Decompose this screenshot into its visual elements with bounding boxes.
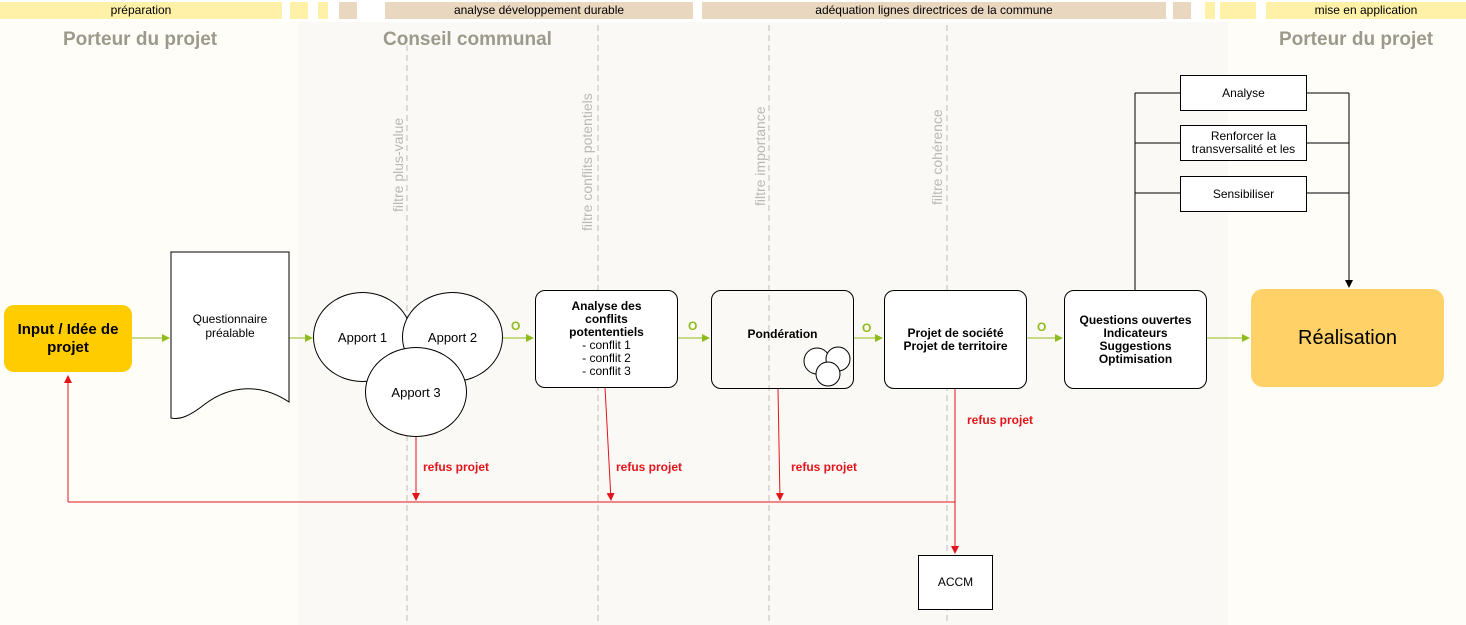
filter-label-coherence: filtre cohérence xyxy=(929,109,945,205)
optimisation-label: Optimisation xyxy=(1098,351,1173,366)
filter-label-importance: filtre importance xyxy=(752,106,768,206)
band-preparation: préparation xyxy=(0,2,282,19)
questionnaire-label: Questionnaire préalable xyxy=(192,312,268,340)
projet-societe-node[interactable]: Projet de société Projet de territoire xyxy=(884,290,1027,389)
refus-label-4: refus projet xyxy=(967,413,1034,427)
band-spacer-1 xyxy=(290,2,308,19)
edge-label-o-1: O xyxy=(511,319,521,333)
apport-1-label: Apport 1 xyxy=(337,329,388,345)
questions-ouvertes-node[interactable]: Questions ouvertes Indicateurs Suggestio… xyxy=(1064,290,1207,389)
analyse-conflits-title: Analyse des conflits potententiels xyxy=(569,299,644,339)
band-spacer-3 xyxy=(339,2,357,19)
analyse-label: Analyse xyxy=(1222,85,1265,100)
lane-title-middle: Conseil communal xyxy=(383,29,552,50)
indicateurs-label: Indicateurs xyxy=(1103,325,1168,340)
conflit-1-label: - conflit 1 xyxy=(582,338,631,352)
band-analyse: analyse développement durable xyxy=(385,2,693,19)
band-spacer-5 xyxy=(1205,2,1215,19)
realisation-node[interactable]: Réalisation xyxy=(1251,289,1444,387)
filter-label-plus-value: filtre plus-value xyxy=(390,117,406,212)
accm-box[interactable]: ACCM xyxy=(918,555,993,610)
analyse-conflits-node[interactable]: Analyse des conflits potententiels - con… xyxy=(535,290,678,388)
projet-territoire-label: Projet de territoire xyxy=(903,338,1008,353)
questions-ouvertes-label: Questions ouvertes xyxy=(1079,312,1192,327)
edge-label-o-2: O xyxy=(688,319,698,333)
refus-label-2: refus projet xyxy=(616,460,683,474)
conflit-3-label: - conflit 3 xyxy=(582,364,631,378)
ponderation-node[interactable]: Pondération xyxy=(711,290,854,389)
apport-2-label: Apport 2 xyxy=(427,329,478,345)
renforcer-box[interactable]: Renforcer la transversalité et les xyxy=(1180,125,1307,161)
edge-label-o-4: O xyxy=(1037,320,1047,334)
ponderation-label: Pondération xyxy=(747,327,818,341)
filter-label-conflits: filtre conflits potentiels xyxy=(579,93,595,231)
questionnaire-node[interactable]: Questionnaire préalable xyxy=(172,312,288,340)
band-mise: mise en application xyxy=(1266,2,1466,19)
input-idea-node[interactable]: Input / Idée de projet xyxy=(4,305,132,372)
band-spacer-2 xyxy=(318,2,328,19)
band-spacer-6 xyxy=(1220,2,1256,19)
band-adequation: adéquation lignes directrices de la comm… xyxy=(702,2,1166,19)
analyse-box[interactable]: Analyse xyxy=(1180,75,1307,111)
ponderation-circles xyxy=(803,346,851,387)
apport-3-node[interactable]: Apport 3 xyxy=(365,347,467,437)
questionnaire-shape xyxy=(170,251,290,419)
suggestions-label: Suggestions xyxy=(1099,338,1172,353)
lane-title-left: Porteur du projet xyxy=(63,29,218,50)
band-spacer-4 xyxy=(1173,2,1191,19)
realisation-label: Réalisation xyxy=(1298,326,1397,349)
apport-3-label: Apport 3 xyxy=(391,384,441,400)
projet-societe-label: Projet de société xyxy=(907,325,1004,340)
input-idea-label: Input / Idée de projet xyxy=(17,320,119,356)
conflit-2-label: - conflit 2 xyxy=(582,351,631,365)
edge-label-o-3: O xyxy=(862,321,872,335)
sensibiliser-box[interactable]: Sensibiliser xyxy=(1180,176,1307,212)
lane-title-right: Porteur du projet xyxy=(1279,29,1434,50)
refus-label-1: refus projet xyxy=(423,460,490,474)
accm-label: ACCM xyxy=(937,575,974,589)
refus-label-3: refus projet xyxy=(791,460,858,474)
renforcer-label: Renforcer la transversalité et les xyxy=(1191,129,1296,156)
sensibiliser-label: Sensibiliser xyxy=(1212,186,1275,201)
